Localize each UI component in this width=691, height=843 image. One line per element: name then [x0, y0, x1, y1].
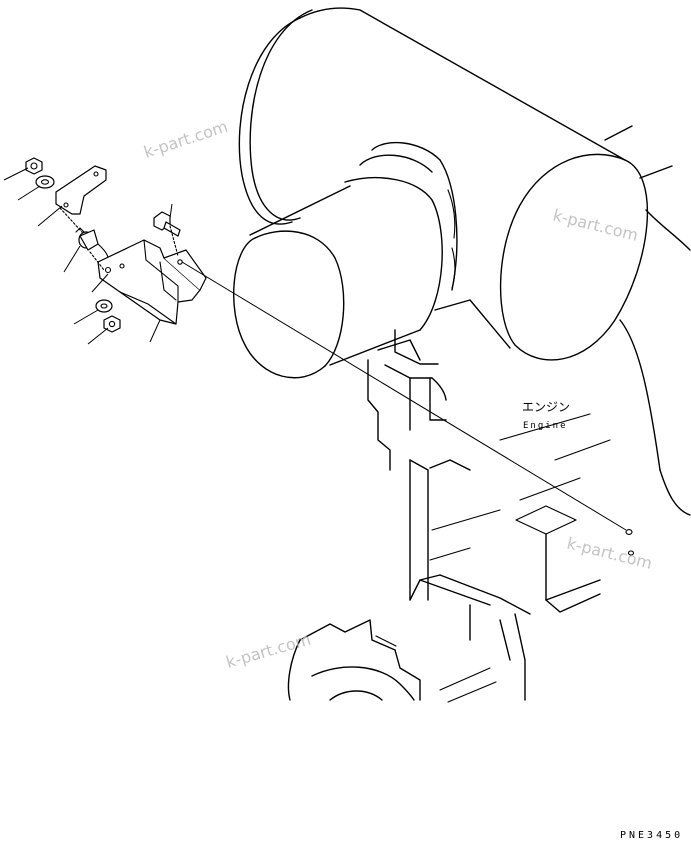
upper-bracket-plate: [55, 165, 107, 215]
engine-label-jp: エンジン: [522, 400, 570, 414]
engine-label-en: Engine: [523, 421, 568, 431]
watermark-3: k-part.com: [565, 533, 654, 573]
callout-leaders: [3, 167, 173, 345]
intake-neck: [359, 141, 458, 291]
watermark-2: k-part.com: [551, 205, 640, 245]
connection-line: [181, 261, 635, 556]
watermark-1: k-part.com: [141, 117, 230, 162]
engine-block: [287, 299, 611, 703]
outlet-pipe: [232, 176, 443, 379]
main-bracket: [97, 239, 207, 325]
bracket-assembly: [25, 157, 207, 333]
nut-top: [25, 157, 43, 175]
bolt: [153, 211, 181, 237]
washer-bottom: [95, 299, 113, 313]
air-cleaner-body: [238, 7, 691, 516]
washer-top: [35, 175, 55, 189]
watermark-4: k-part.com: [224, 630, 313, 672]
drawing-code: PNE3450: [620, 830, 683, 841]
